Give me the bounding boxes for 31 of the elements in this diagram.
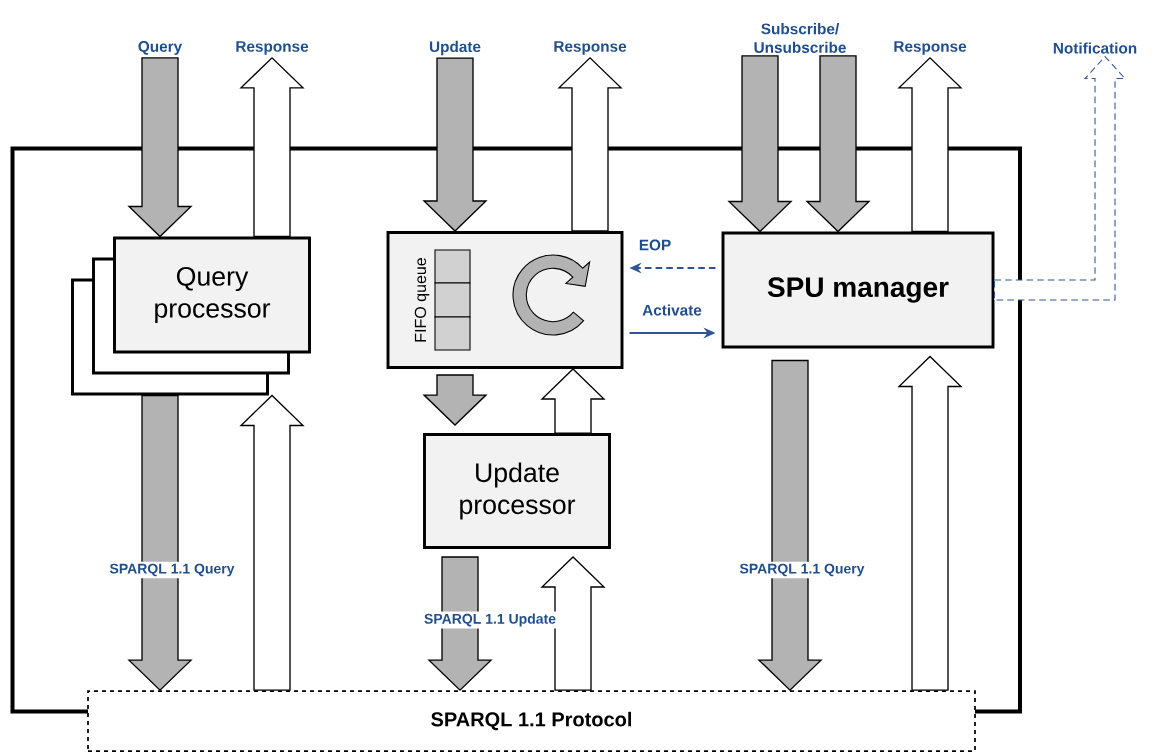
protocol-box: SPARQL 1.1 Protocol xyxy=(87,690,976,752)
block-arrow xyxy=(727,55,793,233)
block-arrow xyxy=(805,55,871,233)
edge-label: EOP xyxy=(636,237,674,253)
io-label: Query xyxy=(138,41,183,55)
manager-box: SPU manager xyxy=(721,231,995,349)
edge-label: Activate xyxy=(640,302,704,318)
io-label: Response xyxy=(554,41,627,55)
elbow-arrow xyxy=(993,55,1127,301)
edge-label: SPARQL 1.1 Query xyxy=(737,561,867,579)
block-arrow xyxy=(897,56,963,233)
stacked-processor-box: Query processor xyxy=(71,236,311,396)
io-label: Response xyxy=(236,41,309,55)
block-arrow xyxy=(757,359,823,692)
processor-box: Update processor xyxy=(423,433,611,549)
edge-label: SPARQL 1.1 Query xyxy=(107,561,237,579)
io-label: Response xyxy=(894,41,967,55)
io-label: Subscribe/ Unsubscribe xyxy=(754,23,846,53)
block-arrow xyxy=(557,56,623,232)
edge-label: SPARQL 1.1 Update xyxy=(422,611,558,629)
block-arrow xyxy=(540,368,606,434)
block-arrow xyxy=(127,57,193,238)
block-arrow xyxy=(422,374,488,426)
block-arrow xyxy=(127,394,193,692)
block-arrow xyxy=(897,355,963,691)
block-arrow xyxy=(239,394,305,691)
io-label: Notification xyxy=(1053,42,1137,54)
block-arrow xyxy=(540,556,606,691)
block-arrow xyxy=(239,56,305,238)
io-label: Update xyxy=(429,40,481,56)
block-arrow xyxy=(422,57,488,232)
